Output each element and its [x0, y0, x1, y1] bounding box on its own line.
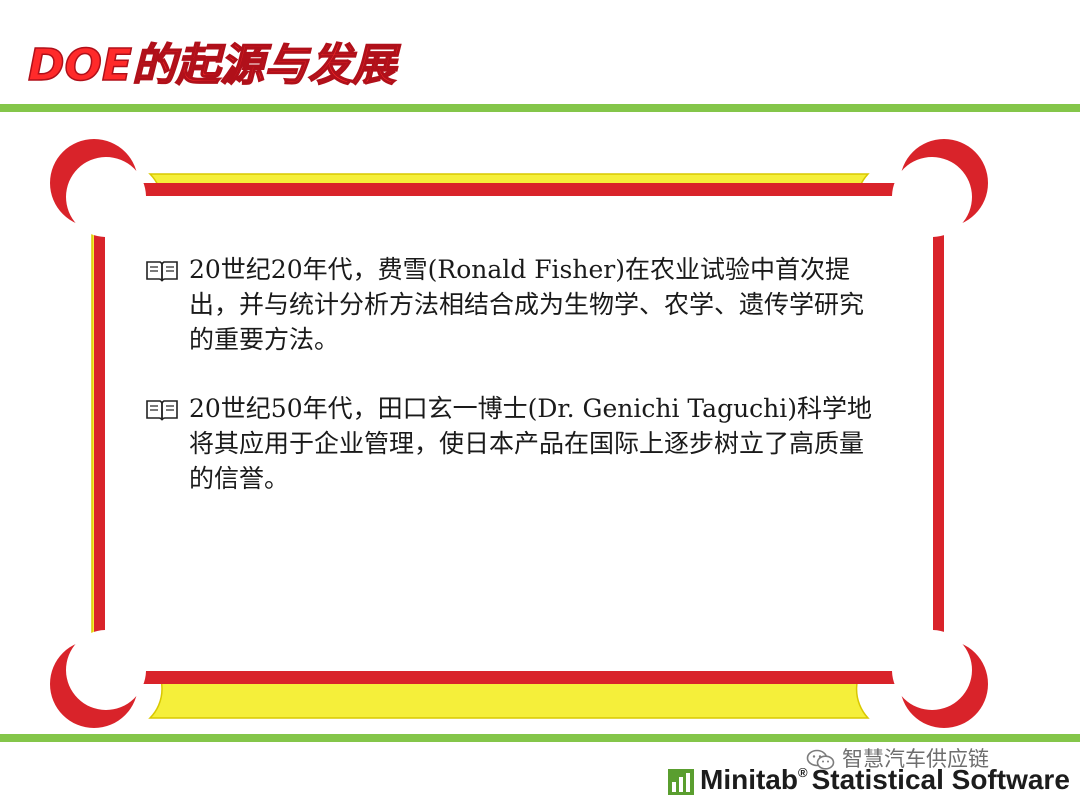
watermark-text: 智慧汽车供应链 [842, 747, 989, 771]
frame-inner-panel [66, 157, 972, 710]
footer-brand: Minitab [700, 764, 798, 795]
book-icon [146, 261, 178, 282]
bullet-text: 20世纪20年代，费雪(Ronald Fisher)在农业试验中首次提出，并与统… [189, 255, 865, 354]
footer-branding: Minitab®Statistical Software [668, 760, 1070, 800]
book-icon [146, 400, 178, 421]
registered-mark: ® [798, 765, 808, 780]
bottom-divider [0, 734, 1080, 742]
footer-tagline: Statistical Software [811, 764, 1070, 795]
top-divider [0, 104, 1080, 112]
minitab-logo-icon [668, 768, 694, 795]
content-area: 20世纪20年代，费雪(Ronald Fisher)在农业试验中首次提出，并与统… [145, 252, 880, 530]
slide-title: DOE的起源与发展 [27, 39, 396, 92]
watermark: 智慧汽车供应链 [806, 744, 989, 774]
bullet-item: 20世纪50年代，田口玄一博士(Dr. Genichi Taguchi)科学地将… [145, 391, 880, 496]
bullet-item: 20世纪20年代，费雪(Ronald Fisher)在农业试验中首次提出，并与统… [145, 252, 880, 357]
bullet-text: 20世纪50年代，田口玄一博士(Dr. Genichi Taguchi)科学地将… [189, 394, 873, 493]
wechat-icon [806, 749, 835, 770]
